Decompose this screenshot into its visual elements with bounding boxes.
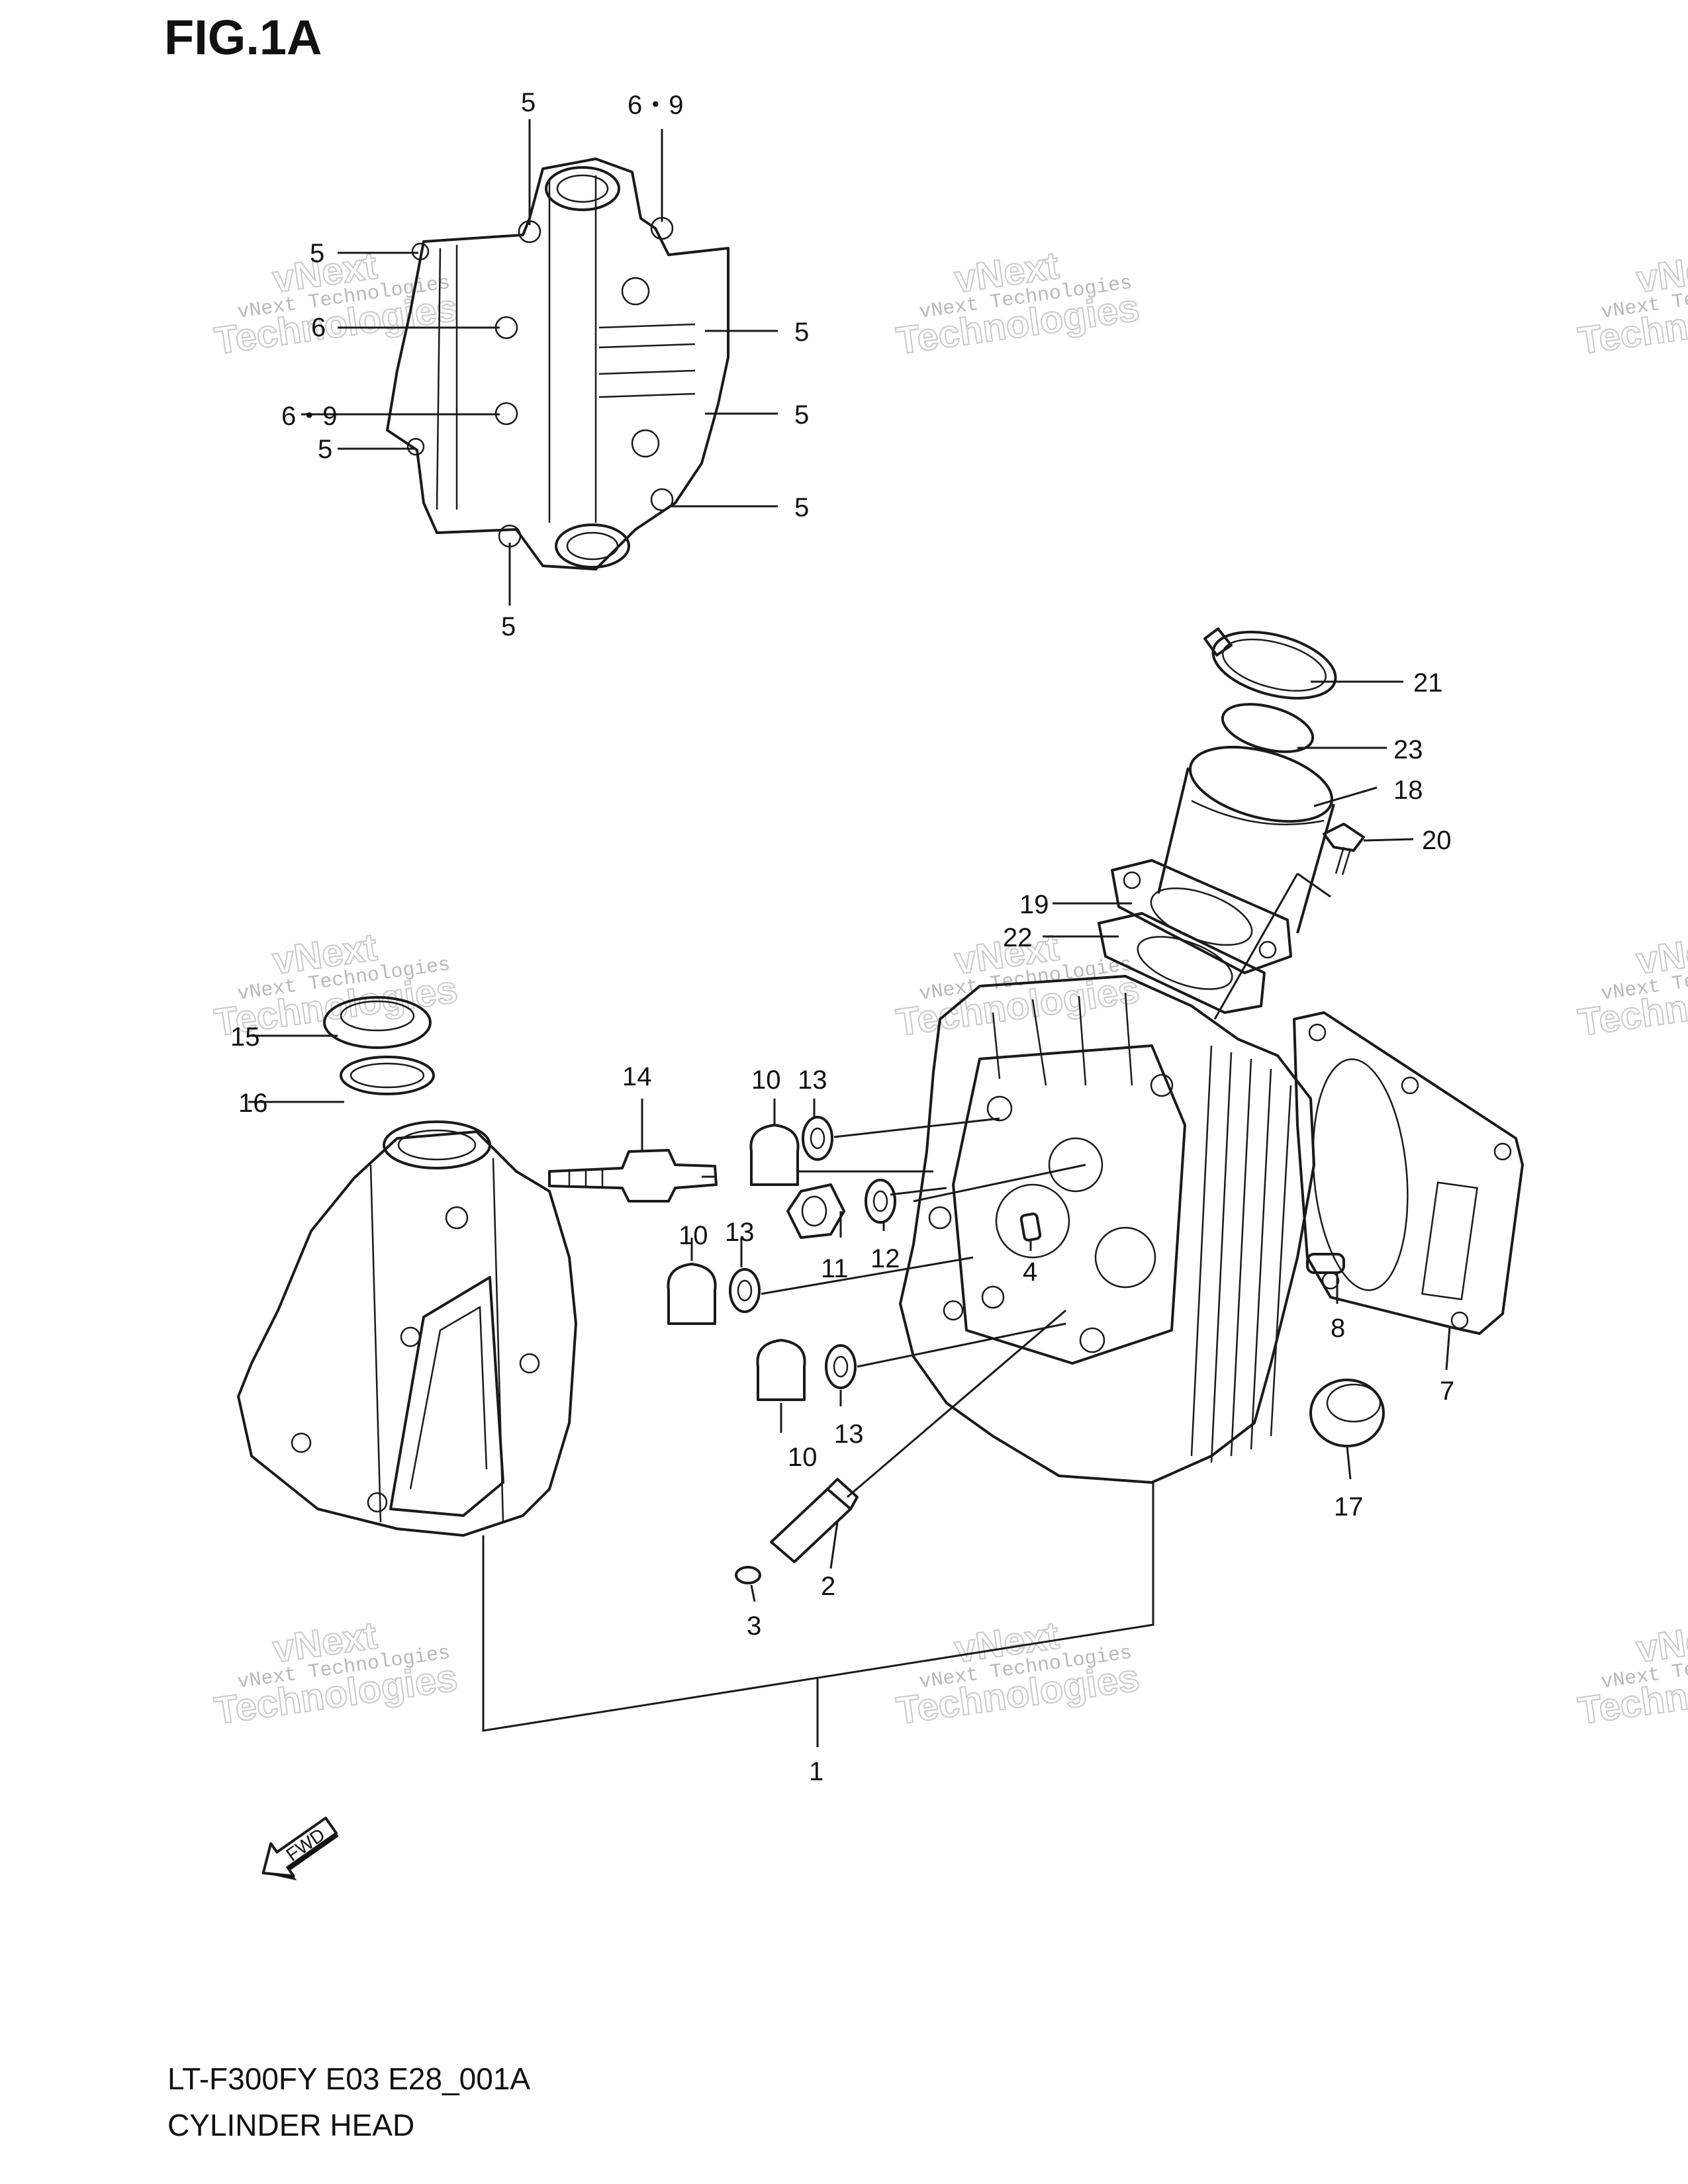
callout-10: 10 xyxy=(788,1443,818,1472)
callout-10: 10 xyxy=(751,1066,781,1095)
callout-1: 1 xyxy=(809,1757,823,1786)
watermark: vNext Technologies vNext Technologies xyxy=(893,1613,1143,1733)
top-callouts: 5 6・9 5 6 5 6・9 5 5 5 5 xyxy=(281,88,809,641)
cylinder-head-cover xyxy=(237,996,577,1537)
callout-10: 10 xyxy=(679,1221,708,1250)
callout-5: 5 xyxy=(794,493,809,522)
cylinder-head-body xyxy=(899,975,1315,1484)
callout-23: 23 xyxy=(1393,735,1423,764)
callout-6: 6 xyxy=(311,313,326,342)
section-name: CYLINDER HEAD xyxy=(167,2108,414,2142)
watermark: vNext Technologies vNext Technologies xyxy=(1575,1613,1688,1733)
callout-4: 4 xyxy=(1023,1257,1037,1287)
callout-7: 7 xyxy=(1440,1377,1454,1406)
watermark: vNext Technologies vNext Technologies xyxy=(1575,925,1688,1044)
callout-6-9: 6・9 xyxy=(628,91,684,120)
callout-6-9: 6・9 xyxy=(281,402,338,431)
callout-13: 13 xyxy=(834,1420,864,1449)
watermark: vNext Technologies vNext Technologies xyxy=(893,243,1143,363)
callout-15: 15 xyxy=(230,1023,260,1052)
callout-5: 5 xyxy=(794,318,809,347)
top-leaders xyxy=(301,119,778,606)
callout-20: 20 xyxy=(1422,826,1452,855)
callout-8: 8 xyxy=(1331,1314,1345,1343)
callout-21: 21 xyxy=(1413,668,1443,698)
head-gasket xyxy=(1293,1011,1524,1447)
callout-5: 5 xyxy=(521,88,536,117)
watermark: vNext Technologies vNext Technologies xyxy=(211,1613,461,1733)
watermark: vNext Technologies vNext Technologies xyxy=(1575,243,1688,363)
callout-22: 22 xyxy=(1003,923,1033,952)
callout-13: 13 xyxy=(725,1218,755,1247)
callout-5: 5 xyxy=(318,435,332,464)
intake-callouts: 21 23 18 20 19 22 xyxy=(1003,668,1452,952)
nuts-washers xyxy=(667,1116,896,1401)
svg-text:vNext: vNext xyxy=(1634,925,1688,982)
svg-text:vNext: vNext xyxy=(1634,1614,1688,1670)
cylinder-head-top-view xyxy=(386,158,729,570)
callout-14: 14 xyxy=(622,1062,652,1091)
callout-12: 12 xyxy=(870,1244,900,1273)
main-callouts: 15 16 14 10 13 11 12 4 10 13 10 13 8 7 1… xyxy=(230,1023,1454,1786)
callout-3: 3 xyxy=(747,1612,761,1641)
svg-text:vNext: vNext xyxy=(1634,244,1688,300)
callout-18: 18 xyxy=(1393,776,1423,805)
callout-5: 5 xyxy=(501,612,516,641)
callout-11: 11 xyxy=(821,1254,849,1283)
callout-16: 16 xyxy=(238,1089,268,1118)
callout-19: 19 xyxy=(1019,890,1049,919)
callout-17: 17 xyxy=(1334,1492,1364,1522)
intake-leaders xyxy=(1043,680,1414,1020)
fwd-arrow-icon: FWD xyxy=(261,1816,339,1881)
watermark-group: vNext Technologies vNext Technologies vN… xyxy=(211,243,1688,1733)
model-code: LT-F300FY E03 E28_001A xyxy=(167,2062,530,2096)
callout-2: 2 xyxy=(821,1572,835,1601)
spark-plug xyxy=(548,1149,718,1203)
callout-13: 13 xyxy=(798,1066,827,1095)
callout-5: 5 xyxy=(794,400,809,430)
oil-jet xyxy=(735,1478,859,1584)
intake-pipe-assembly xyxy=(1098,627,1365,1014)
main-leaders xyxy=(248,1034,1451,1747)
figure-title: FIG.1A xyxy=(164,10,322,65)
callout-5: 5 xyxy=(310,239,324,268)
